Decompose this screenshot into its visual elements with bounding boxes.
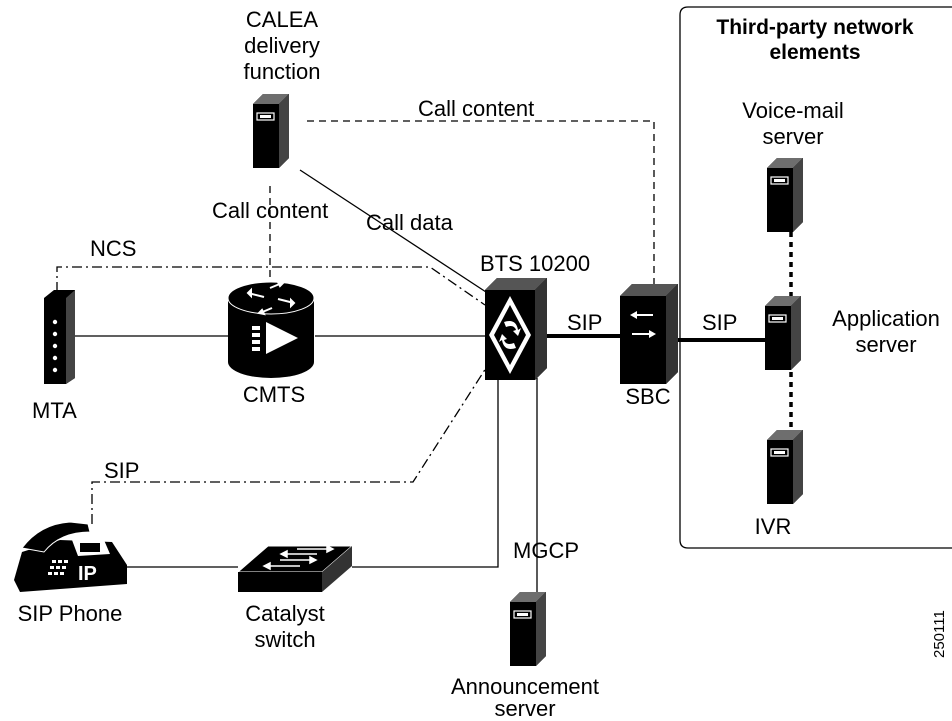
catalyst-label-line1: Catalyst [245, 601, 324, 626]
announcement-label-line1: Announcement [451, 674, 599, 699]
link-catalyst-bts [352, 378, 499, 568]
router-icon [227, 280, 315, 378]
mta-icon [44, 290, 75, 384]
sip-phone-link-label: SIP [104, 458, 139, 483]
link-call-data [299, 169, 487, 293]
cmts-label: CMTS [243, 382, 305, 407]
sip-phone-label: SIP Phone [18, 601, 123, 626]
calea-label-line3: function [243, 59, 320, 84]
calea-label-line1: CALEA [246, 7, 318, 32]
app-server-label-line1: Application [832, 306, 940, 331]
sbc-label: SBC [625, 384, 670, 409]
link-call-content-calea-sbc [307, 120, 655, 285]
catalyst-switch-icon [236, 544, 354, 592]
ncs-label: NCS [90, 236, 136, 261]
third-party-title-line2: elements [769, 41, 860, 64]
announcement-label-line2: server [494, 696, 555, 721]
mta-label: MTA [32, 398, 77, 423]
bts-switch-icon [485, 278, 547, 380]
call-content-top-label: Call content [418, 96, 534, 121]
ivr-server-icon [766, 429, 804, 505]
call-data-label: Call data [366, 210, 454, 235]
third-party-box [679, 6, 952, 549]
voicemail-label-line1: Voice-mail [742, 98, 843, 123]
calea-server-icon [252, 93, 290, 169]
sip-sbc-app-label: SIP [702, 310, 737, 335]
app-server-label-line2: server [855, 332, 916, 357]
ip-phone-icon: IP [14, 521, 127, 592]
mgcp-label: MGCP [513, 538, 579, 563]
application-server-icon [764, 295, 802, 371]
phone-ip-badge: IP [78, 563, 97, 585]
voicemail-label-line2: server [762, 124, 823, 149]
ivr-label: IVR [755, 514, 792, 539]
link-sip-phone [91, 367, 487, 524]
sip-bts-sbc-label: SIP [567, 310, 602, 335]
calea-label-line2: delivery [244, 33, 320, 58]
catalyst-label-line2: switch [254, 627, 315, 652]
figure-id: 250111 [931, 610, 948, 658]
sbc-icon [620, 284, 678, 384]
announcement-server-icon [509, 591, 547, 667]
third-party-title-line1: Third-party network [716, 16, 914, 39]
call-content-left-label: Call content [212, 198, 328, 223]
connections [56, 120, 793, 592]
bts-label: BTS 10200 [480, 251, 590, 276]
labels: CALEA delivery function Call content Cal… [18, 7, 948, 721]
voicemail-server-icon [766, 157, 804, 233]
